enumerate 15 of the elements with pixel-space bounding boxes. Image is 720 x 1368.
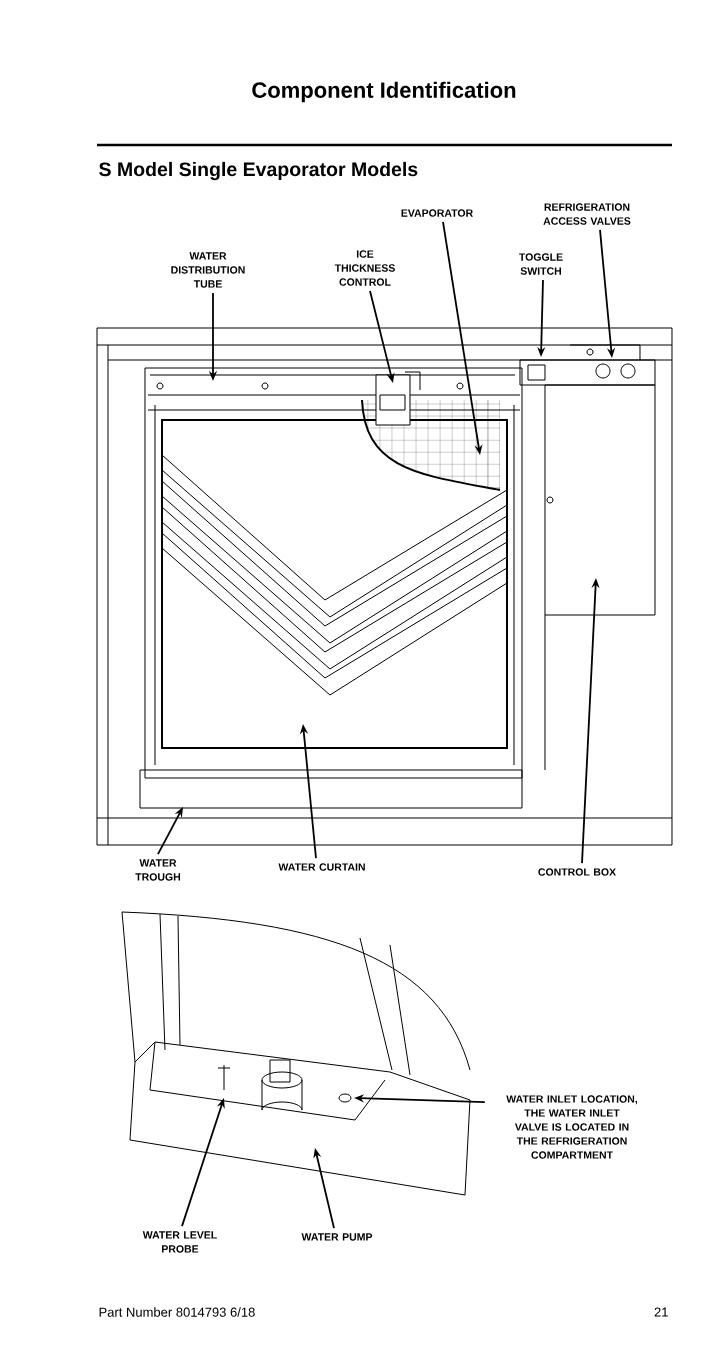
page-title: Component Identification [252,81,516,103]
page-number: 21 [654,1307,668,1317]
callout-label: WATER LEVEL PROBE [142,1231,217,1253]
callout-label: EVAPORATOR [401,209,473,217]
callout-label: WATER CURTAIN [278,863,365,871]
callout-label: CONTROL BOX [538,868,616,876]
callout-label: REFRIGERATION ACCESS VALVES [543,203,631,225]
callout-label: TOGGLE SWITCH [519,253,563,275]
callout-label: WATER TROUGH [135,859,181,881]
callout-label: ICE THICKNESS CONTROL [334,250,395,286]
section-heading: S Model Single Evaporator Models [99,161,418,181]
callout-label: WATER PUMP [301,1233,373,1241]
footer-text: Part Number 8014793 6/18 [99,1307,255,1317]
callout-label: WATER DISTRIBUTION TUBE [171,252,245,288]
callout-label: WATER INLET LOCATION, THE WATER INLET VALVE IS LOCATED IN THE REFRIGERATION COMPARTMENT [506,1095,637,1159]
